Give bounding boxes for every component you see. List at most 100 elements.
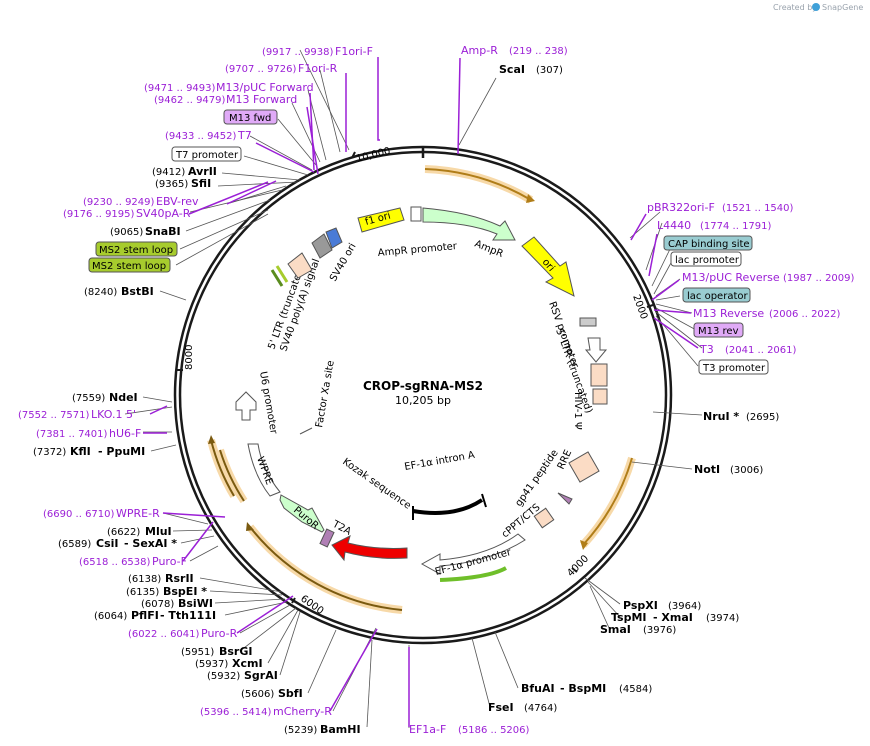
m13-fwd-box-label: M13 fwd: [229, 113, 271, 124]
site-snabi[interactable]: SnaBI: [145, 225, 181, 238]
site-ppumi[interactable]: - PpuMI: [98, 445, 145, 458]
primer-m13-fwd[interactable]: M13 Forward: [226, 93, 297, 106]
primer-t7-pos: (9433 .. 9452): [165, 131, 237, 142]
plasmid-length: 10,205 bp: [395, 394, 451, 407]
cap-binding-site-box[interactable]: [663, 235, 753, 251]
ruler-mark: [646, 304, 654, 308]
sfii-pos: (9365): [155, 179, 188, 190]
site-bstbi[interactable]: BstBI: [121, 285, 154, 298]
ms2-stem-loop-box-1[interactable]: [95, 241, 178, 257]
m13-fwd-box[interactable]: [223, 109, 278, 125]
primer-m13puc-rev[interactable]: M13/pUC Reverse: [682, 271, 780, 284]
site-scai[interactable]: ScaI: [499, 63, 525, 76]
site-ndei[interactable]: NdeI: [109, 391, 138, 404]
sgrai-pos: (5932): [207, 671, 240, 682]
site-csii[interactable]: CsiI: [96, 537, 118, 550]
site-tspmi[interactable]: TspMI: [611, 611, 647, 624]
primer-ebv-rev-pos: (9230 .. 9249): [83, 197, 155, 208]
site-mlui[interactable]: MluI: [145, 525, 172, 538]
primer-t3[interactable]: T3: [699, 343, 714, 356]
primer-puro-f-pos: (6518 .. 6538): [79, 557, 151, 568]
u6-promoter-label: U6 promoter: [257, 371, 279, 436]
site-kfli[interactable]: KflI: [70, 445, 91, 458]
scai-pos: (307): [536, 65, 563, 76]
snapgene-logo-icon: [812, 3, 820, 11]
lac-operator-box[interactable]: [682, 287, 751, 303]
tick-8000: 8000: [184, 345, 195, 370]
primer-wpre-r[interactable]: WPRE-R: [116, 507, 160, 520]
m13-rev-box[interactable]: [693, 322, 744, 338]
plasmid-name: CROP-sgRNA-MS2: [363, 379, 483, 393]
ms2-stem-loop-box-2[interactable]: [88, 257, 171, 273]
brand-text: SnapGene: [822, 3, 863, 12]
site-bfuai[interactable]: BfuAI: [521, 682, 555, 695]
site-xcmi[interactable]: XcmI: [232, 657, 263, 670]
site-pflfi[interactable]: PflFI: [131, 609, 159, 622]
primer-f1ori-f-pos: (9917 .. 9938): [262, 47, 334, 58]
site-bspei[interactable]: BspEI *: [163, 585, 207, 598]
site-noti[interactable]: NotI: [694, 463, 720, 476]
primer-f1ori-f[interactable]: F1ori-F: [335, 45, 373, 58]
site-sexai[interactable]: - SexAI *: [124, 537, 177, 550]
ampr-promoter-label: AmpR promoter: [377, 241, 458, 259]
primer-m13-rev[interactable]: M13 Reverse: [693, 307, 764, 320]
primer-sv40pa-r[interactable]: SV40pA-R: [136, 207, 191, 220]
site-sgrai[interactable]: SgrAI: [244, 669, 278, 682]
primer-m13-fwd-pos: (9462 .. 9479): [154, 95, 226, 106]
noti-pos: (3006): [730, 465, 763, 476]
primer-marks: [143, 57, 699, 727]
primer-amp-r[interactable]: Amp-R: [461, 44, 498, 57]
ruler-mark: [571, 567, 578, 573]
primer-mcherry-r[interactable]: mCherry-R: [273, 705, 332, 718]
ms2-stem-loop-label-1: MS2 stem loop: [99, 245, 173, 256]
lac-promoter-box[interactable]: [670, 251, 742, 267]
tick-10000: 10,000: [355, 146, 392, 165]
primer-wpre-r-pos: (6690 .. 6710): [43, 509, 115, 520]
primer-puro-r-pos: (6022 .. 6041): [128, 629, 200, 640]
primer-puro-f[interactable]: Puro-F: [152, 555, 187, 568]
primer-ebv-rev[interactable]: EBV-rev: [156, 195, 199, 208]
avrii-pos: (9412): [152, 167, 185, 178]
ampr-arrow: [422, 207, 516, 241]
primer-hu6-f[interactable]: hU6-F: [109, 427, 141, 440]
primer-m13-rev-pos: (2006 .. 2022): [769, 309, 841, 320]
site-bspmi[interactable]: - BspMI: [560, 682, 606, 695]
site-pspxi[interactable]: PspXI: [623, 599, 658, 612]
site-bsrgi[interactable]: BsrGI: [219, 645, 252, 658]
primer-f1ori-r[interactable]: F1ori-R: [298, 62, 338, 75]
gp41-label: gp41 peptide: [513, 448, 560, 509]
site-sbfi[interactable]: SbfI: [278, 687, 303, 700]
site-xmai[interactable]: - XmaI: [653, 611, 693, 624]
ori-arrow: [521, 236, 575, 297]
primer-m13puc-fwd-pos: (9471 .. 9493): [144, 83, 216, 94]
csii-pos: (6589): [58, 539, 91, 550]
site-fsei[interactable]: FseI: [488, 701, 514, 714]
primer-t3-pos: (2041 .. 2061): [725, 345, 797, 356]
primer-lko1[interactable]: LKO.1 5': [91, 408, 136, 421]
lac-promoter-label: lac promoter: [675, 255, 740, 266]
site-smai[interactable]: SmaI: [600, 623, 631, 636]
site-bamhi[interactable]: BamHI: [320, 723, 361, 736]
primer-ef1a-f[interactable]: EF1a-F: [409, 723, 446, 736]
site-sfii[interactable]: SfiI: [191, 177, 211, 190]
site-tth111i[interactable]: - Tth111I: [160, 609, 216, 622]
kfli-pos: (7372): [33, 447, 66, 458]
primer-l4440[interactable]: L4440: [657, 219, 691, 232]
pspxi-pos: (3964): [668, 601, 701, 612]
site-nrui[interactable]: NruI *: [703, 410, 739, 423]
m13-rev-box-label: M13 rev: [698, 326, 739, 337]
site-bsiwi[interactable]: BsiWI: [178, 597, 213, 610]
primer-ef1a-f-pos: (5186 .. 5206): [458, 725, 530, 736]
primer-puro-r[interactable]: Puro-R: [201, 627, 238, 640]
site-rsrii[interactable]: RsrII: [165, 572, 194, 585]
site-avrii[interactable]: AvrII: [188, 165, 217, 178]
primer-pbr322ori-f-pos: (1521 .. 1540): [722, 203, 794, 214]
t7-promoter-box[interactable]: [171, 146, 242, 162]
primer-m13puc-fwd[interactable]: M13/pUC Forward: [216, 81, 314, 94]
t3-promoter-box[interactable]: [698, 359, 769, 375]
mlui-pos: (6622): [107, 527, 140, 538]
primer-pbr322ori-f[interactable]: pBR322ori-F: [647, 201, 715, 214]
snabi-pos: (9065): [110, 227, 143, 238]
primer-t7[interactable]: T7: [237, 129, 252, 142]
